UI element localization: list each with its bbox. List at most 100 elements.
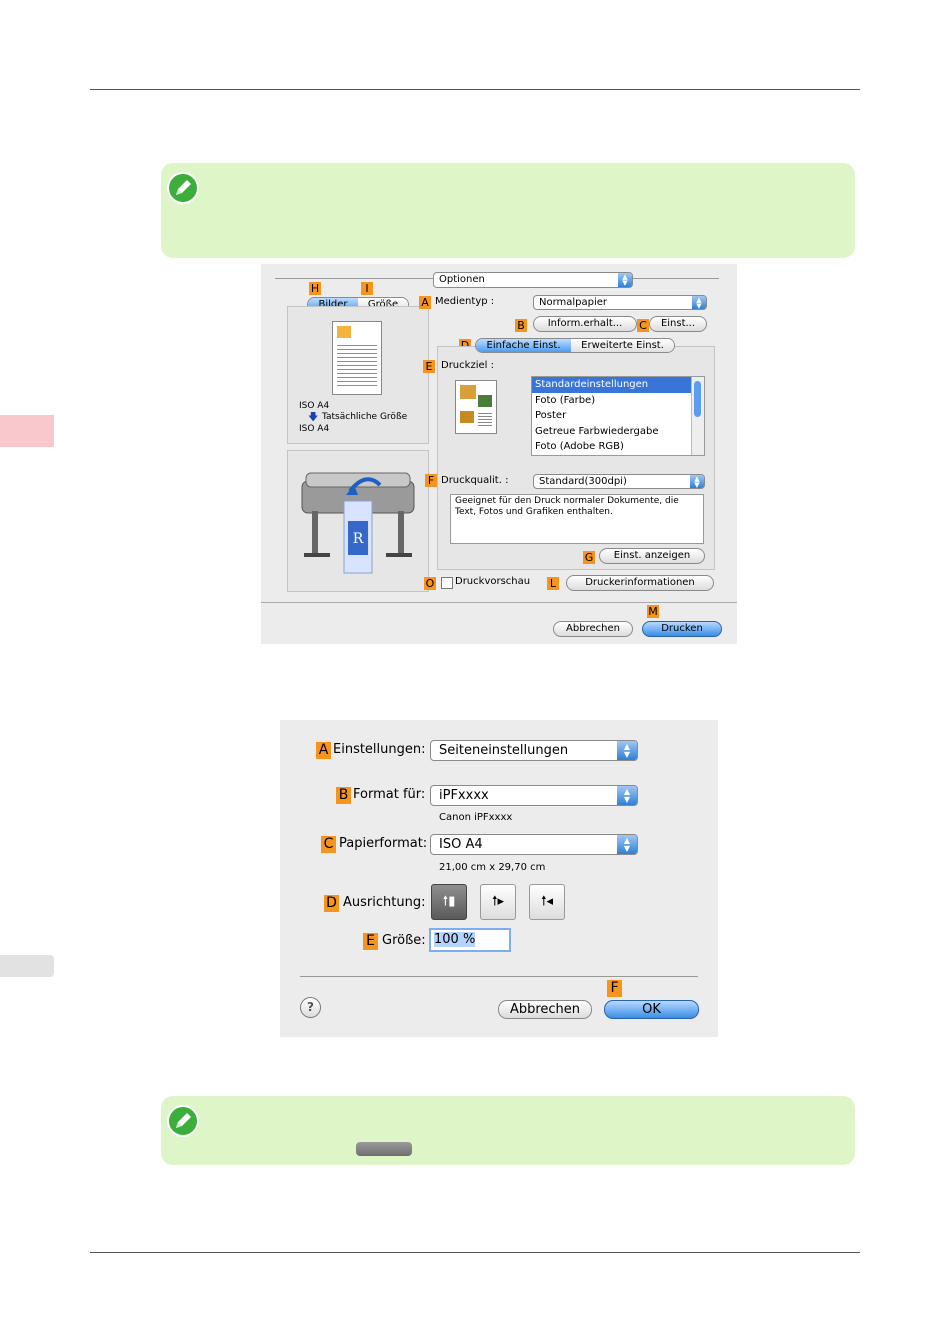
format-value: iPFxxxx [439, 788, 489, 803]
help-icon: ? [307, 1000, 314, 1014]
footer-separator [300, 976, 698, 977]
note-pencil-icon [167, 172, 199, 204]
inform-erhalt-button[interactable]: Inform.erhalt... [533, 316, 637, 332]
marker-d: D [324, 895, 339, 912]
marker-c: C [637, 319, 649, 332]
einst-button[interactable]: Einst... [649, 316, 707, 332]
note-pencil-icon [167, 1105, 199, 1137]
format-subtitle: Canon iPFxxxx [439, 812, 513, 823]
marker-i: I [361, 282, 373, 295]
einst-anzeigen-button[interactable]: Einst. anzeigen [599, 548, 705, 564]
druckvorschau-checkbox[interactable] [441, 577, 453, 589]
groesse-input[interactable]: 100 % [429, 928, 511, 952]
marker-e: E [423, 360, 435, 373]
marker-o: O [424, 577, 436, 590]
druckqualit-popup[interactable]: Standard(300dpi) ▲▼ [533, 474, 705, 489]
druckziel-list[interactable]: Standardeinstellungen Foto (Farbe) Poste… [531, 376, 705, 456]
popup-arrows-icon: ▲▼ [617, 741, 637, 760]
tab-einfache-einst[interactable]: Einfache Einst. [476, 339, 572, 352]
page-thumbnail [332, 321, 382, 395]
top-rule [90, 89, 860, 90]
side-tab [0, 955, 54, 977]
options-popup[interactable]: Optionen ▲▼ [433, 272, 633, 288]
marker-h: H [309, 282, 321, 295]
preview-paper: ISO A4 [299, 401, 330, 411]
marker-m: M [647, 605, 659, 618]
preview-size-mode: Tatsächliche Größe [322, 412, 408, 422]
medientyp-value: Normalpapier [539, 297, 608, 308]
print-button[interactable]: Drucken [642, 621, 722, 637]
help-button[interactable]: ? [300, 997, 321, 1018]
popup-arrows-icon: ▲▼ [690, 475, 704, 489]
scroll-thumb[interactable] [694, 381, 701, 417]
orientation-landscape-reverse-button[interactable]: 🠕◂ [529, 884, 565, 920]
description-text: Geeignet für den Druck normaler Dokument… [455, 496, 679, 517]
page-setup-dialog: A Einstellungen: Seiteneinstellungen ▲▼ … [280, 720, 718, 1037]
papierformat-value: ISO A4 [439, 837, 483, 852]
key-button-graphic [356, 1142, 412, 1156]
format-popup[interactable]: iPFxxxx ▲▼ [430, 785, 638, 806]
description-box: Geeignet für den Druck normaler Dokument… [450, 494, 704, 544]
svg-text:R: R [353, 531, 364, 547]
einstellungen-label: Einstellungen: [333, 742, 426, 757]
printer-illustration-panel: R [287, 450, 429, 592]
ok-button[interactable]: OK [604, 1000, 699, 1019]
druckqualit-value: Standard(300dpi) [539, 476, 627, 487]
marker-g: G [583, 551, 595, 564]
format-label: Format für: [353, 787, 426, 802]
einstellungen-popup[interactable]: Seiteneinstellungen ▲▼ [430, 740, 638, 761]
marker-a: A [316, 742, 331, 759]
marker-l: L [547, 577, 559, 590]
orientation-portrait-button[interactable]: 🠕▮ [431, 884, 467, 920]
druckvorschau-label: Druckvorschau [455, 576, 531, 587]
popup-arrows-icon: ▲▼ [617, 835, 637, 854]
list-item[interactable]: Standardeinstellungen [532, 377, 704, 393]
medientyp-popup[interactable]: Normalpapier ▲▼ [533, 295, 707, 310]
marker-b: B [515, 319, 527, 332]
ausrichtung-label: Ausrichtung: [343, 895, 426, 910]
cancel-button[interactable]: Abbrechen [553, 621, 633, 637]
einstellungen-value: Seiteneinstellungen [439, 743, 569, 758]
druckziel-label: Druckziel : [441, 360, 494, 371]
orientation-landscape-button[interactable]: 🠕▸ [480, 884, 516, 920]
bottom-rule [90, 1252, 860, 1253]
list-item[interactable]: Foto (Farbe) [535, 394, 596, 406]
tab-erweiterte-einst[interactable]: Erweiterte Einst. [571, 339, 674, 352]
druckziel-thumbnail [455, 380, 497, 434]
list-item[interactable]: Foto (Adobe RGB) [535, 441, 624, 452]
groesse-label: Größe: [382, 933, 426, 948]
marker-a: A [419, 296, 431, 309]
portrait-icon: 🠕▮ [442, 894, 456, 909]
side-tab-active [0, 415, 54, 447]
list-item[interactable]: Poster [535, 410, 567, 421]
note-box [161, 1096, 855, 1165]
print-dialog: Optionen ▲▼ H I Bilder Größe ISO A4 🡇 Ta… [261, 264, 737, 644]
marker-f: F [425, 474, 437, 487]
list-item[interactable]: Getreue Farbwiedergabe [535, 425, 659, 437]
mode-tabs: Einfache Einst. Erweiterte Einst. [475, 338, 675, 353]
preview-arrow-icon: 🡇 [308, 412, 319, 423]
papierformat-popup[interactable]: ISO A4 ▲▼ [430, 834, 638, 855]
marker-f: F [607, 980, 622, 997]
papierformat-subtitle: 21,00 cm x 29,70 cm [439, 862, 546, 873]
large-format-printer-illustration: R [301, 472, 415, 574]
cancel-button[interactable]: Abbrechen [498, 1000, 592, 1019]
papierformat-label: Papierformat: [339, 836, 428, 851]
medientyp-label: Medientyp : [435, 296, 495, 307]
footer-separator [261, 602, 737, 603]
list-scrollbar[interactable] [691, 377, 704, 455]
marker-b: B [336, 787, 351, 804]
popup-arrows-icon: ▲▼ [692, 296, 706, 310]
marker-e: E [363, 933, 378, 950]
druckqualit-label: Druckqualit. : [441, 475, 509, 486]
landscape-icon: 🠕▸ [491, 894, 505, 909]
popup-arrows-icon: ▲▼ [618, 273, 632, 287]
druckerinformationen-button[interactable]: Druckerinformationen [566, 575, 714, 591]
preview-result: ISO A4 [299, 424, 330, 434]
options-popup-value: Optionen [439, 274, 485, 285]
popup-arrows-icon: ▲▼ [617, 786, 637, 805]
note-box [161, 163, 855, 258]
marker-c: C [321, 836, 336, 853]
preview-panel: ISO A4 🡇 Tatsächliche Größe ISO A4 [287, 306, 429, 444]
groesse-value: 100 % [434, 932, 476, 947]
